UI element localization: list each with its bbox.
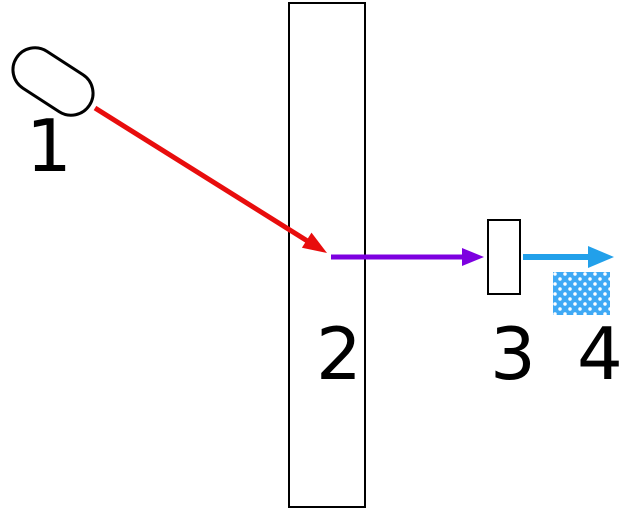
filter-rect	[487, 219, 521, 295]
transmitted-beam-arrowhead	[462, 248, 484, 266]
detector-square	[553, 272, 610, 315]
label-source: 1	[26, 104, 72, 188]
output-beam-arrowhead	[588, 246, 614, 268]
label-filter: 3	[490, 312, 536, 396]
incident-beam-arrowhead	[301, 232, 327, 253]
label-detector: 4	[577, 312, 623, 396]
label-plate: 2	[316, 312, 362, 396]
incident-beam-line	[93, 105, 311, 245]
